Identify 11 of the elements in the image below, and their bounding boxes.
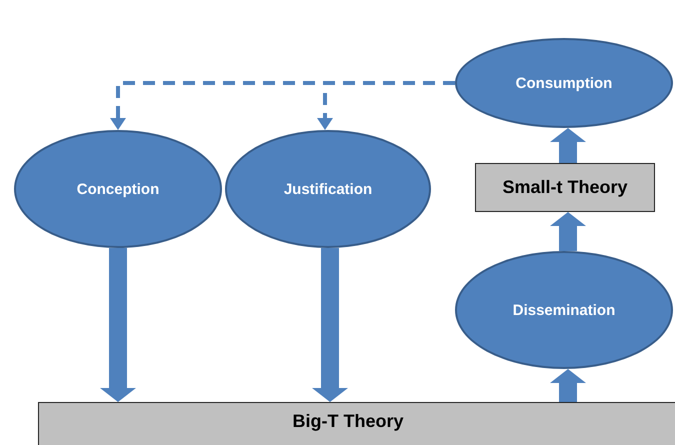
block-arrow [550, 128, 586, 163]
theory-box: Small-t Theory [475, 163, 655, 212]
block-arrow [312, 248, 348, 402]
block-arrow [550, 369, 586, 402]
stage-ellipse: Justification [225, 130, 431, 248]
stage-ellipse: Consumption [455, 38, 673, 128]
theory-box: Big-T Theory [38, 402, 675, 445]
stage-ellipse: Conception [14, 130, 222, 248]
stage-ellipse: Dissemination [455, 251, 673, 369]
block-arrow [550, 212, 586, 251]
block-arrow [100, 248, 136, 402]
